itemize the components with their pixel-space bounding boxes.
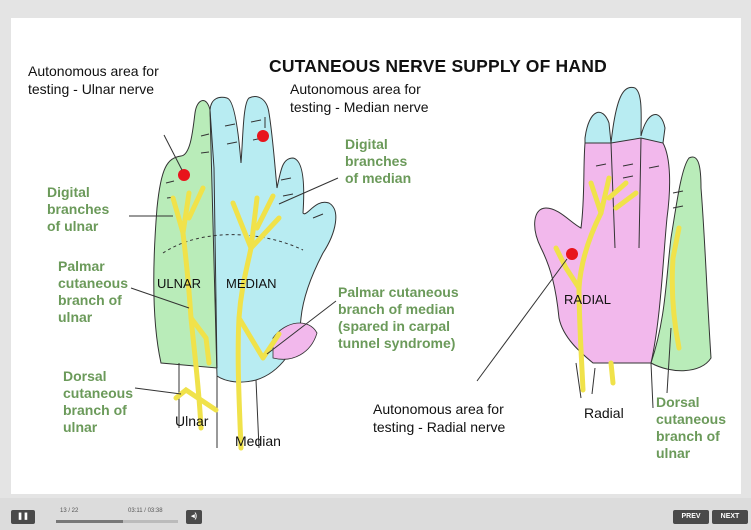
label-palmar-ulnar: Palmar cutaneous branch of ulnar: [58, 258, 128, 326]
slide-canvas: CUTANEOUS NERVE SUPPLY OF HAND Autonomou…: [11, 18, 741, 494]
left-hand: [154, 97, 336, 448]
label-radial-nerve: Radial: [584, 404, 624, 422]
progress-fill: [56, 520, 123, 523]
player-controls: ❚❚ 13 / 22 03:11 / 03:38 ◂) PREV NEXT: [0, 498, 751, 530]
label-autonomous-ulnar: Autonomous area for testing - Ulnar nerv…: [28, 62, 159, 98]
radial-spot: [566, 248, 578, 260]
time-display: 03:11 / 03:38: [128, 508, 163, 514]
label-palmar-median: Palmar cutaneous branch of median (spare…: [338, 284, 459, 352]
region-median: MEDIAN: [226, 276, 277, 291]
label-dorsal-ulnar-right: Dorsal cutaneous branch of ulnar: [656, 394, 726, 462]
ulnar-spot: [178, 169, 190, 181]
label-digital-ulnar: Digital branches of ulnar: [47, 184, 109, 235]
label-ulnar-nerve: Ulnar: [175, 412, 208, 430]
label-autonomous-radial: Autonomous area for testing - Radial ner…: [373, 400, 505, 436]
slide-counter: 13 / 22: [60, 508, 78, 514]
volume-button[interactable]: ◂): [186, 510, 202, 524]
volume-icon: ◂): [191, 513, 197, 520]
region-ulnar: ULNAR: [157, 276, 201, 291]
right-hand: [535, 87, 711, 408]
label-digital-median: Digital branches of median: [345, 136, 411, 187]
label-median-nerve: Median: [235, 432, 281, 450]
pause-button[interactable]: ❚❚: [11, 510, 35, 524]
label-dorsal-ulnar-left: Dorsal cutaneous branch of ulnar: [63, 368, 133, 436]
region-radial: RADIAL: [564, 292, 611, 307]
prev-button[interactable]: PREV: [673, 510, 709, 524]
next-button[interactable]: NEXT: [712, 510, 748, 524]
pause-icon: ❚❚: [17, 513, 29, 520]
progress-track[interactable]: [56, 520, 178, 523]
slide-title: CUTANEOUS NERVE SUPPLY OF HAND: [269, 56, 607, 77]
label-autonomous-median: Autonomous area for testing - Median ner…: [290, 80, 429, 116]
median-spot: [257, 130, 269, 142]
